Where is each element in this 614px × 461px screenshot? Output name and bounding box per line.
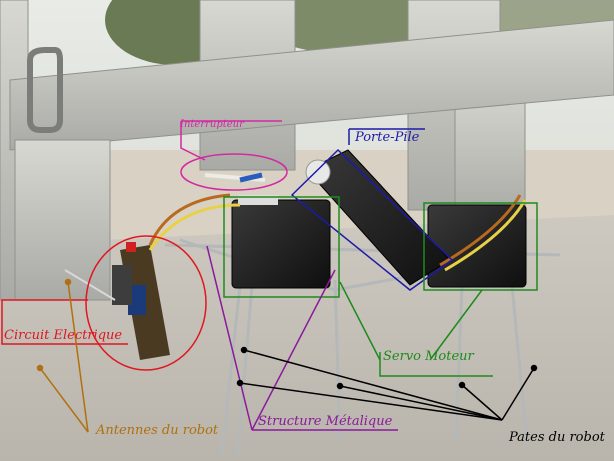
label-structure-metalique: Structure Métalique bbox=[258, 414, 393, 429]
annotation-porte-pile bbox=[290, 128, 454, 291]
annotation-structure bbox=[206, 245, 398, 431]
label-circuit-electrique: Circuit Electrique bbox=[4, 328, 123, 343]
label-porte-pile: Porte-Pile bbox=[355, 130, 420, 145]
label-servo-moteur: Servo Moteur bbox=[383, 349, 474, 364]
annotation-servo bbox=[223, 196, 538, 377]
label-interrupteur: Interrupteur bbox=[180, 119, 244, 130]
annotation-antennes bbox=[36, 278, 89, 433]
annotation-circuit bbox=[1, 235, 207, 371]
annotation-interrupteur bbox=[180, 120, 288, 191]
fence bbox=[0, 0, 614, 301]
annotation-pates bbox=[236, 346, 538, 421]
circuit-board bbox=[112, 242, 170, 360]
label-pates-du-robot: Pates du robot bbox=[509, 430, 605, 445]
label-antennes-du-robot: Antennes du robot bbox=[96, 423, 219, 438]
